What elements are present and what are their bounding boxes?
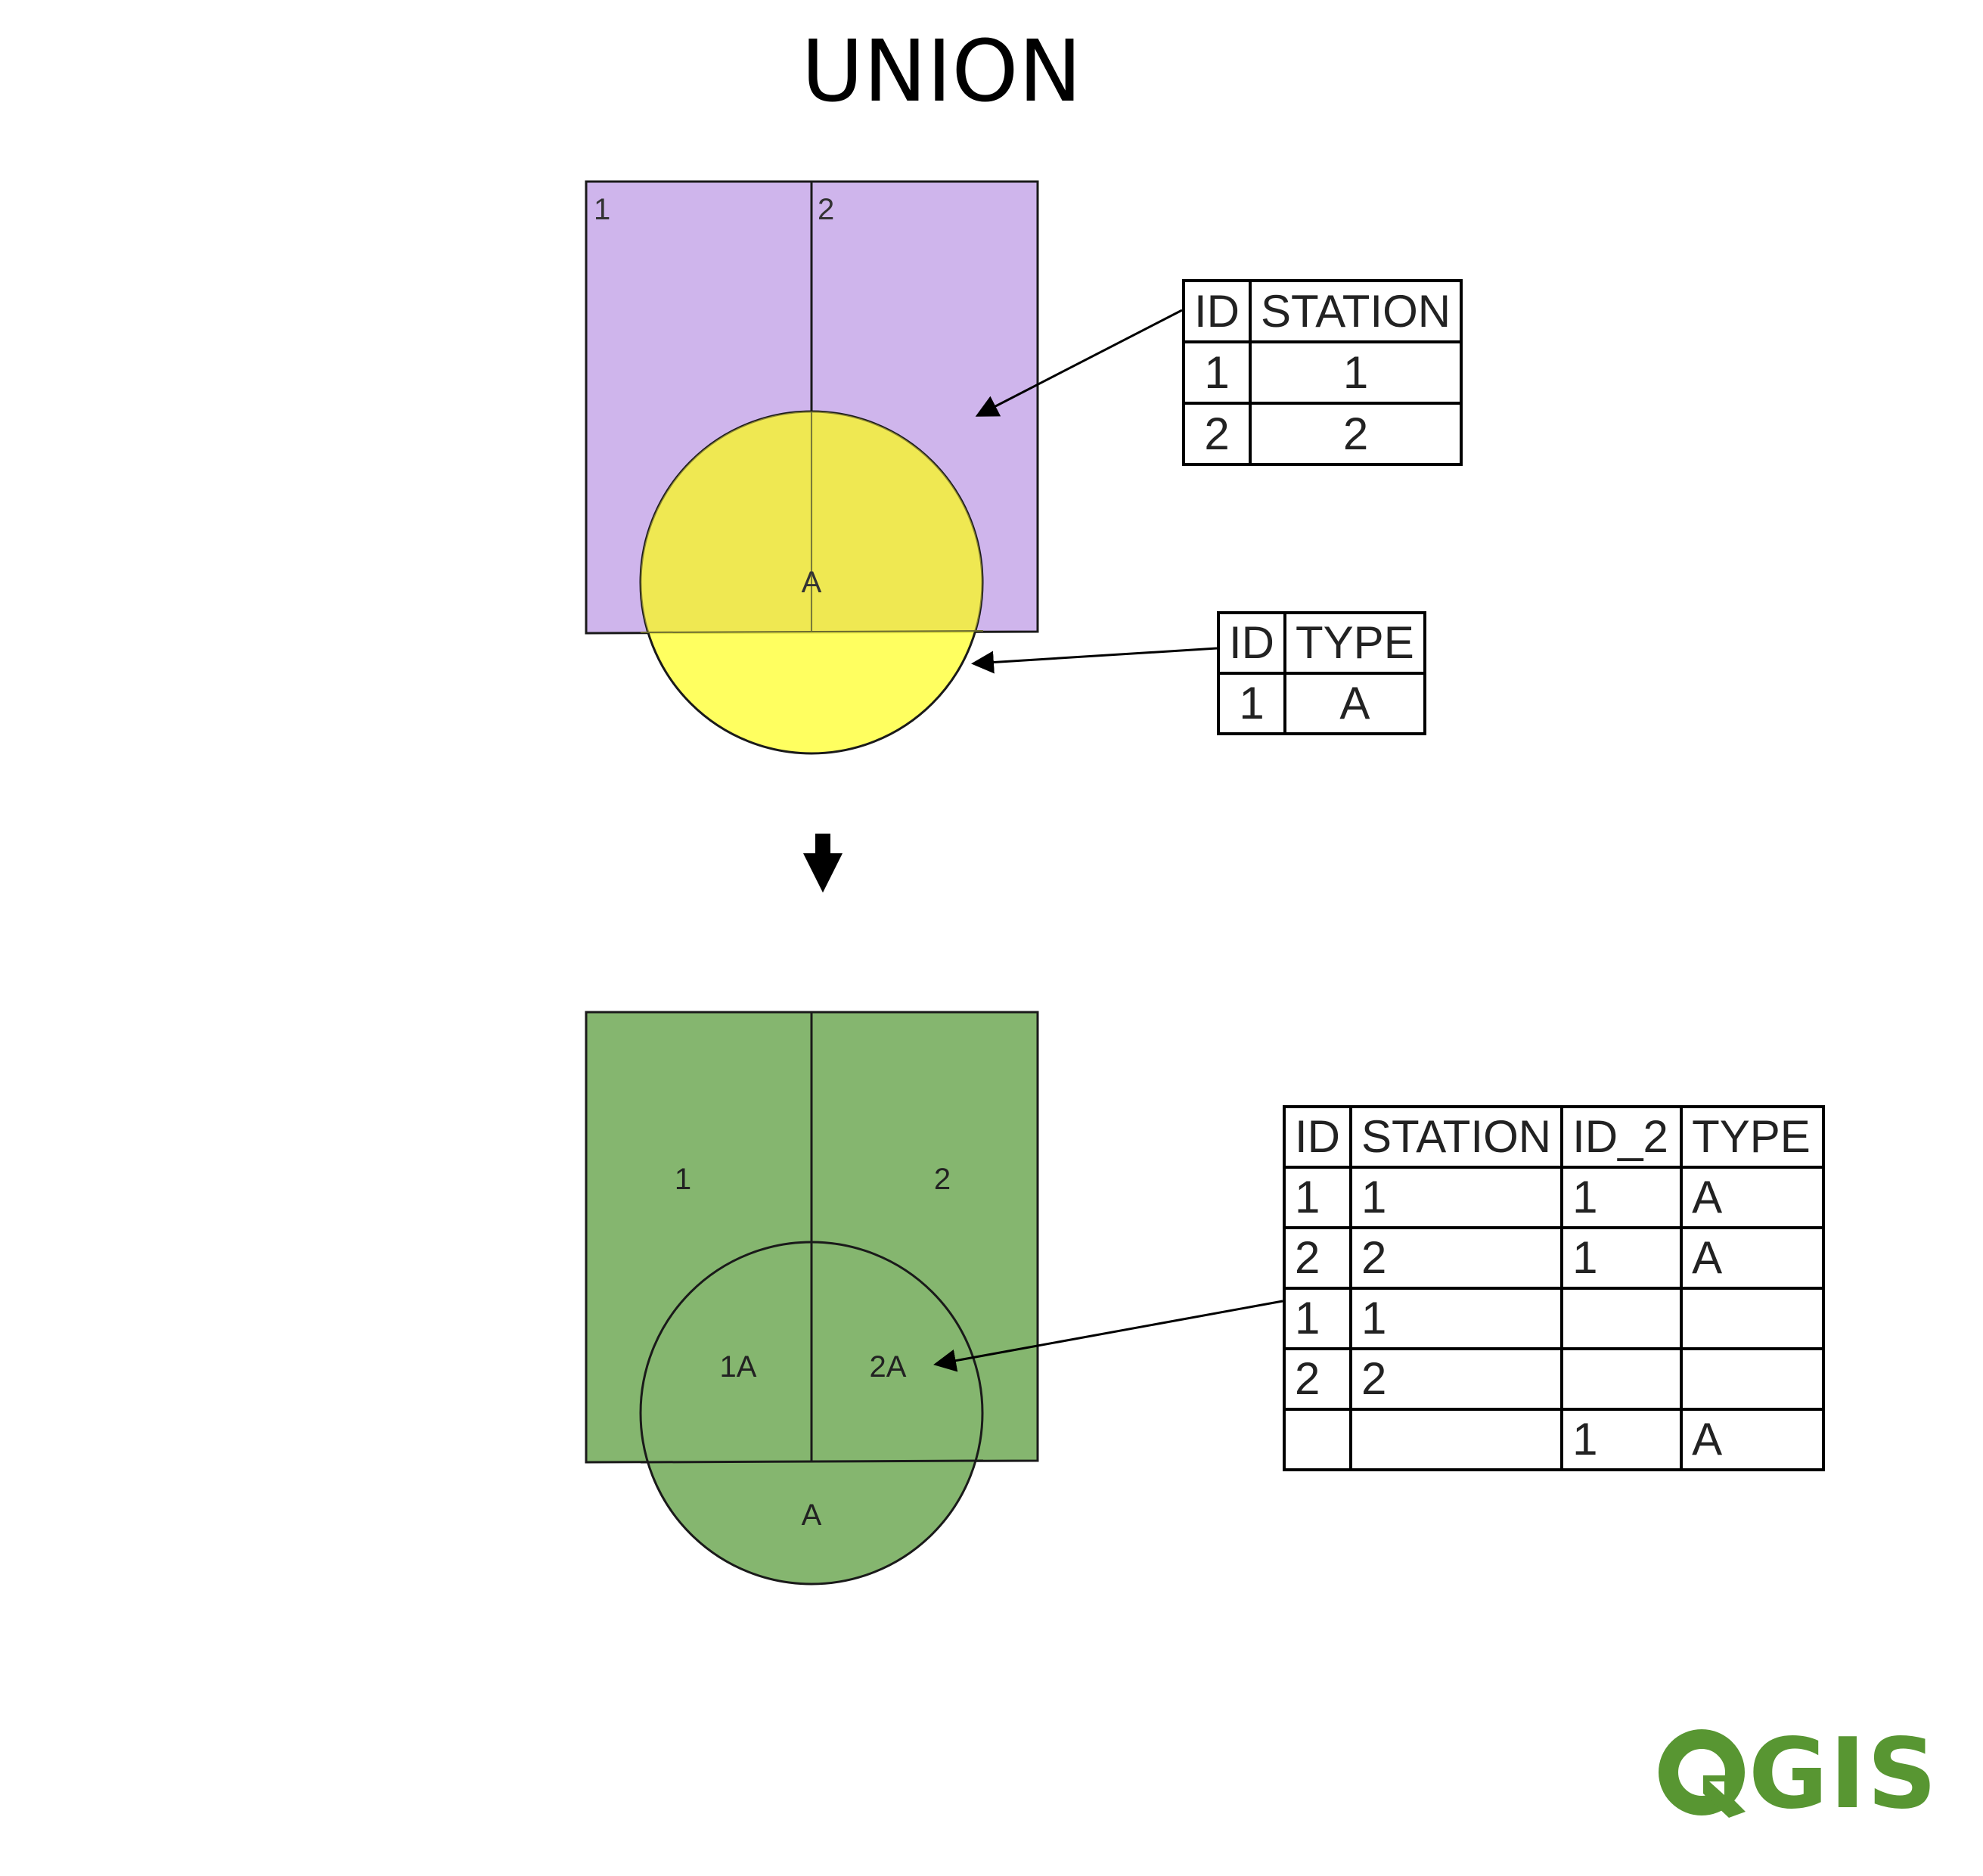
result-square-edges — [585, 1011, 1039, 1462]
circle-label: A — [802, 566, 822, 599]
union-attribute-table: ID STATION ID_2 TYPE 1 1 1 A 2 2 1 A 1 1… — [1283, 1105, 1826, 1471]
table-cell: 2 — [1283, 1347, 1352, 1411]
table-cell: 2 — [1283, 1226, 1352, 1290]
table-cell: 2 — [1348, 1347, 1564, 1411]
table-cell: A — [1680, 1226, 1826, 1290]
table-cell — [1283, 1408, 1352, 1471]
qgis-logo: GIS — [1659, 1728, 1938, 1827]
table-cell — [1680, 1287, 1826, 1350]
table-cell: 2 — [1182, 402, 1252, 466]
table-cell: 1 — [1348, 1166, 1564, 1229]
input-layers: 1 2 A — [585, 180, 1039, 755]
poly1-label: 1 — [594, 193, 610, 226]
table-header-row: ID STATION ID_2 TYPE — [1283, 1105, 1826, 1169]
qgis-logo-text: GIS — [1749, 1728, 1938, 1827]
header-id-2: ID_2 — [1560, 1105, 1684, 1169]
table-header-row: ID TYPE — [1217, 611, 1426, 675]
stations-connector-arrow — [975, 309, 1183, 417]
table-cell: 1 — [1283, 1166, 1352, 1229]
type-attribute-table: ID TYPE 1 A — [1217, 611, 1426, 735]
header-type: TYPE — [1680, 1105, 1826, 1169]
table-cell — [1560, 1347, 1684, 1411]
diagram-title: UNION — [801, 23, 1082, 121]
header-id: ID — [1182, 279, 1252, 343]
table-row: 1 A — [1283, 1408, 1826, 1471]
table-cell: 1 — [1560, 1166, 1684, 1229]
poly2-label: 2 — [818, 193, 834, 226]
table-row: 1 1 — [1182, 340, 1463, 405]
table-row: 2 2 1 A — [1283, 1226, 1826, 1290]
header-station: STATION — [1248, 279, 1463, 343]
header-id: ID — [1217, 611, 1286, 675]
result-label-1: 1 — [675, 1163, 691, 1196]
table-cell: 1 — [1182, 340, 1252, 405]
result-label-2: 2 — [934, 1163, 951, 1196]
result-bottom-edge — [640, 1459, 984, 1464]
table-cell — [1680, 1347, 1826, 1411]
table-row: 1 A — [1217, 672, 1426, 735]
table-header-row: ID STATION — [1182, 279, 1463, 343]
result-label-a: A — [802, 1499, 822, 1532]
result-label-2a: 2A — [870, 1350, 907, 1384]
table-cell: A — [1283, 672, 1426, 735]
header-id: ID — [1283, 1105, 1352, 1169]
union-connector-arrow — [933, 1300, 1283, 1372]
down-arrow-icon — [803, 834, 843, 893]
header-type: TYPE — [1283, 611, 1426, 675]
table-cell: 1 — [1560, 1408, 1684, 1471]
table-cell: A — [1680, 1166, 1826, 1229]
type-connector-arrow — [971, 647, 1218, 674]
qgis-logo-icon — [1659, 1729, 1746, 1818]
header-station: STATION — [1348, 1105, 1564, 1169]
stations-attribute-table: ID STATION 1 1 2 2 — [1182, 279, 1463, 466]
table-cell: 1 — [1283, 1287, 1352, 1350]
table-cell — [1348, 1408, 1564, 1471]
table-cell: 1 — [1560, 1226, 1684, 1290]
overlap-bottom-edge — [640, 630, 984, 633]
table-cell: 2 — [1348, 1226, 1564, 1290]
table-cell: 1 — [1348, 1287, 1564, 1350]
union-result-layer: 1 2 1A 2A A — [585, 1011, 1039, 1586]
table-row: 2 2 — [1182, 402, 1463, 466]
table-cell: 1 — [1248, 340, 1463, 405]
result-label-1a: 1A — [720, 1350, 757, 1384]
table-row: 1 1 — [1283, 1287, 1826, 1350]
table-row: 2 2 — [1283, 1347, 1826, 1411]
table-cell: 1 — [1217, 672, 1286, 735]
table-cell: A — [1680, 1408, 1826, 1471]
table-row: 1 1 1 A — [1283, 1166, 1826, 1229]
table-cell: 2 — [1248, 402, 1463, 466]
table-cell — [1560, 1287, 1684, 1350]
